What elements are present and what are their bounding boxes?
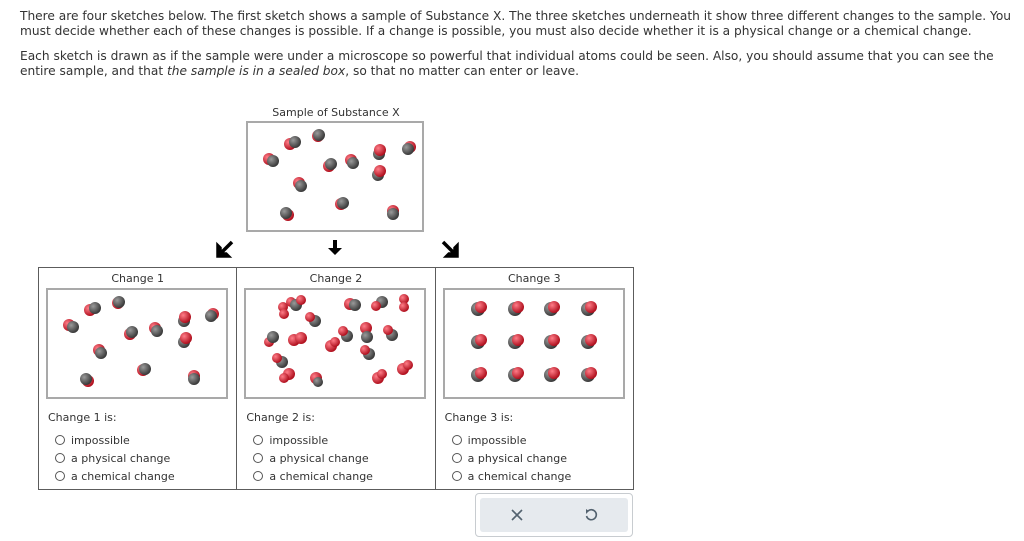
change-1-title: Change 1 bbox=[111, 272, 164, 285]
x-icon bbox=[511, 509, 523, 521]
change-3-panel: Change 3 Change 3 is: bbox=[436, 268, 633, 489]
instructions-paragraph-2: Each sketch is drawn as if the sample we… bbox=[20, 49, 1015, 79]
change-1-option-chemical[interactable]: a chemical change bbox=[55, 467, 175, 485]
radio-button[interactable] bbox=[55, 435, 65, 445]
undo-icon bbox=[585, 508, 598, 521]
sample-title: Sample of Substance X bbox=[272, 106, 400, 119]
clear-button[interactable] bbox=[497, 501, 537, 529]
change-1-option-impossible[interactable]: impossible bbox=[55, 431, 175, 449]
change-3-molecules bbox=[470, 301, 597, 382]
change-3-option-physical[interactable]: a physical change bbox=[451, 449, 572, 467]
sample-molecules bbox=[263, 129, 416, 221]
radio-button[interactable] bbox=[451, 453, 462, 463]
option-label: a physical change bbox=[467, 451, 567, 465]
answer-toolbar-inner bbox=[480, 498, 628, 532]
change-3-question: Change 3 is: bbox=[444, 411, 514, 424]
option-label: a chemical change bbox=[467, 469, 572, 483]
option-label: impossible bbox=[269, 433, 329, 447]
change-2-title: Change 2 bbox=[309, 272, 363, 285]
radio-button[interactable] bbox=[253, 453, 264, 463]
instructions-emphasis: the sample is in a sealed box bbox=[167, 64, 346, 78]
changes-container: Change 1 Change 1 is: impossible a physi… bbox=[38, 267, 634, 490]
instructions-paragraph-1: There are four sketches below. The first… bbox=[20, 9, 1012, 38]
instructions-text-end: , so that no matter can enter or leave. bbox=[345, 64, 580, 78]
change-2-molecules bbox=[264, 294, 414, 387]
option-label: impossible bbox=[71, 433, 130, 447]
change-3-options: impossible a physical change a chemical … bbox=[451, 431, 572, 485]
arrow-down-icon bbox=[326, 239, 344, 257]
option-label: a chemical change bbox=[269, 469, 373, 483]
change-3-option-impossible[interactable]: impossible bbox=[451, 431, 572, 449]
change-2-option-impossible[interactable]: impossible bbox=[253, 431, 373, 449]
option-label: a physical change bbox=[71, 451, 171, 465]
radio-button[interactable] bbox=[55, 471, 65, 481]
instructions-text: Each sketch is drawn as if the sample we… bbox=[20, 49, 994, 78]
change-1-molecules bbox=[63, 296, 219, 387]
arrow-down-left-icon bbox=[216, 240, 234, 258]
radio-button[interactable] bbox=[253, 471, 264, 481]
sample-sketch bbox=[246, 121, 424, 232]
change-2-panel: Change 2 C bbox=[237, 268, 436, 489]
change-3-sketch bbox=[442, 288, 625, 399]
undo-button[interactable] bbox=[571, 501, 611, 529]
change-1-sketch bbox=[46, 288, 228, 399]
radio-button[interactable] bbox=[55, 453, 65, 463]
change-2-question: Change 2 is: bbox=[246, 411, 315, 424]
change-1-question: Change 1 is: bbox=[48, 411, 117, 424]
arrow-down-right-icon bbox=[441, 240, 459, 258]
change-2-option-chemical[interactable]: a chemical change bbox=[253, 467, 373, 485]
change-1-option-physical[interactable]: a physical change bbox=[55, 449, 175, 467]
radio-button[interactable] bbox=[451, 435, 462, 445]
option-label: a chemical change bbox=[71, 469, 175, 483]
change-2-options: impossible a physical change a chemical … bbox=[253, 431, 373, 485]
option-label: impossible bbox=[467, 433, 527, 447]
option-label: a physical change bbox=[269, 451, 369, 465]
radio-button[interactable] bbox=[451, 471, 462, 481]
change-2-sketch bbox=[244, 288, 427, 399]
instructions: There are four sketches below. The first… bbox=[20, 9, 1015, 89]
change-3-option-chemical[interactable]: a chemical change bbox=[451, 467, 572, 485]
sample-molecule-group bbox=[263, 129, 416, 221]
answer-toolbar bbox=[475, 493, 633, 537]
change-2-option-physical[interactable]: a physical change bbox=[253, 449, 373, 467]
change-1-options: impossible a physical change a chemical … bbox=[55, 431, 175, 485]
change-3-title: Change 3 bbox=[508, 272, 561, 285]
radio-button[interactable] bbox=[253, 435, 264, 445]
change-1-panel: Change 1 Change 1 is: impossible a physi… bbox=[39, 268, 238, 489]
